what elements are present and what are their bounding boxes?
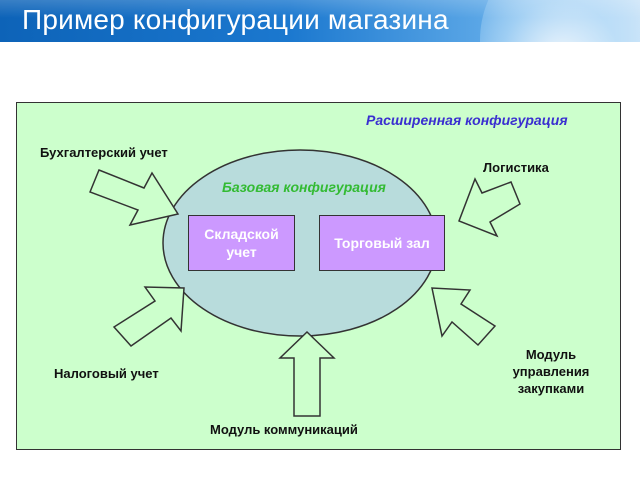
- label-logistics: Логистика: [483, 160, 549, 175]
- arrow-tax: [112, 286, 185, 347]
- label-tax: Налоговый учет: [54, 366, 159, 381]
- header-shine: [0, 0, 640, 18]
- label-accounting: Бухгалтерский учет: [40, 145, 168, 160]
- arrow-procurement: [431, 287, 497, 347]
- module-warehouse-label: Складской учет: [204, 226, 279, 260]
- arrow-communications: [278, 330, 336, 417]
- header-bar: [0, 0, 640, 42]
- module-warehouse: Складской учет: [188, 215, 295, 271]
- base-configuration-label: Базовая конфигурация: [222, 179, 386, 195]
- page-title: Пример конфигурации магазина: [22, 4, 449, 35]
- extended-configuration-label: Расширенная конфигурация: [366, 112, 568, 128]
- label-communications: Модуль коммуникаций: [210, 422, 358, 437]
- module-sales-floor-label: Торговый зал: [334, 235, 430, 251]
- arrow-logistics: [458, 177, 521, 238]
- arrow-accounting: [89, 169, 180, 227]
- label-procurement: Модуль управления закупками: [512, 347, 590, 396]
- globe-decoration: [480, 0, 640, 42]
- module-sales-floor: Торговый зал: [319, 215, 445, 271]
